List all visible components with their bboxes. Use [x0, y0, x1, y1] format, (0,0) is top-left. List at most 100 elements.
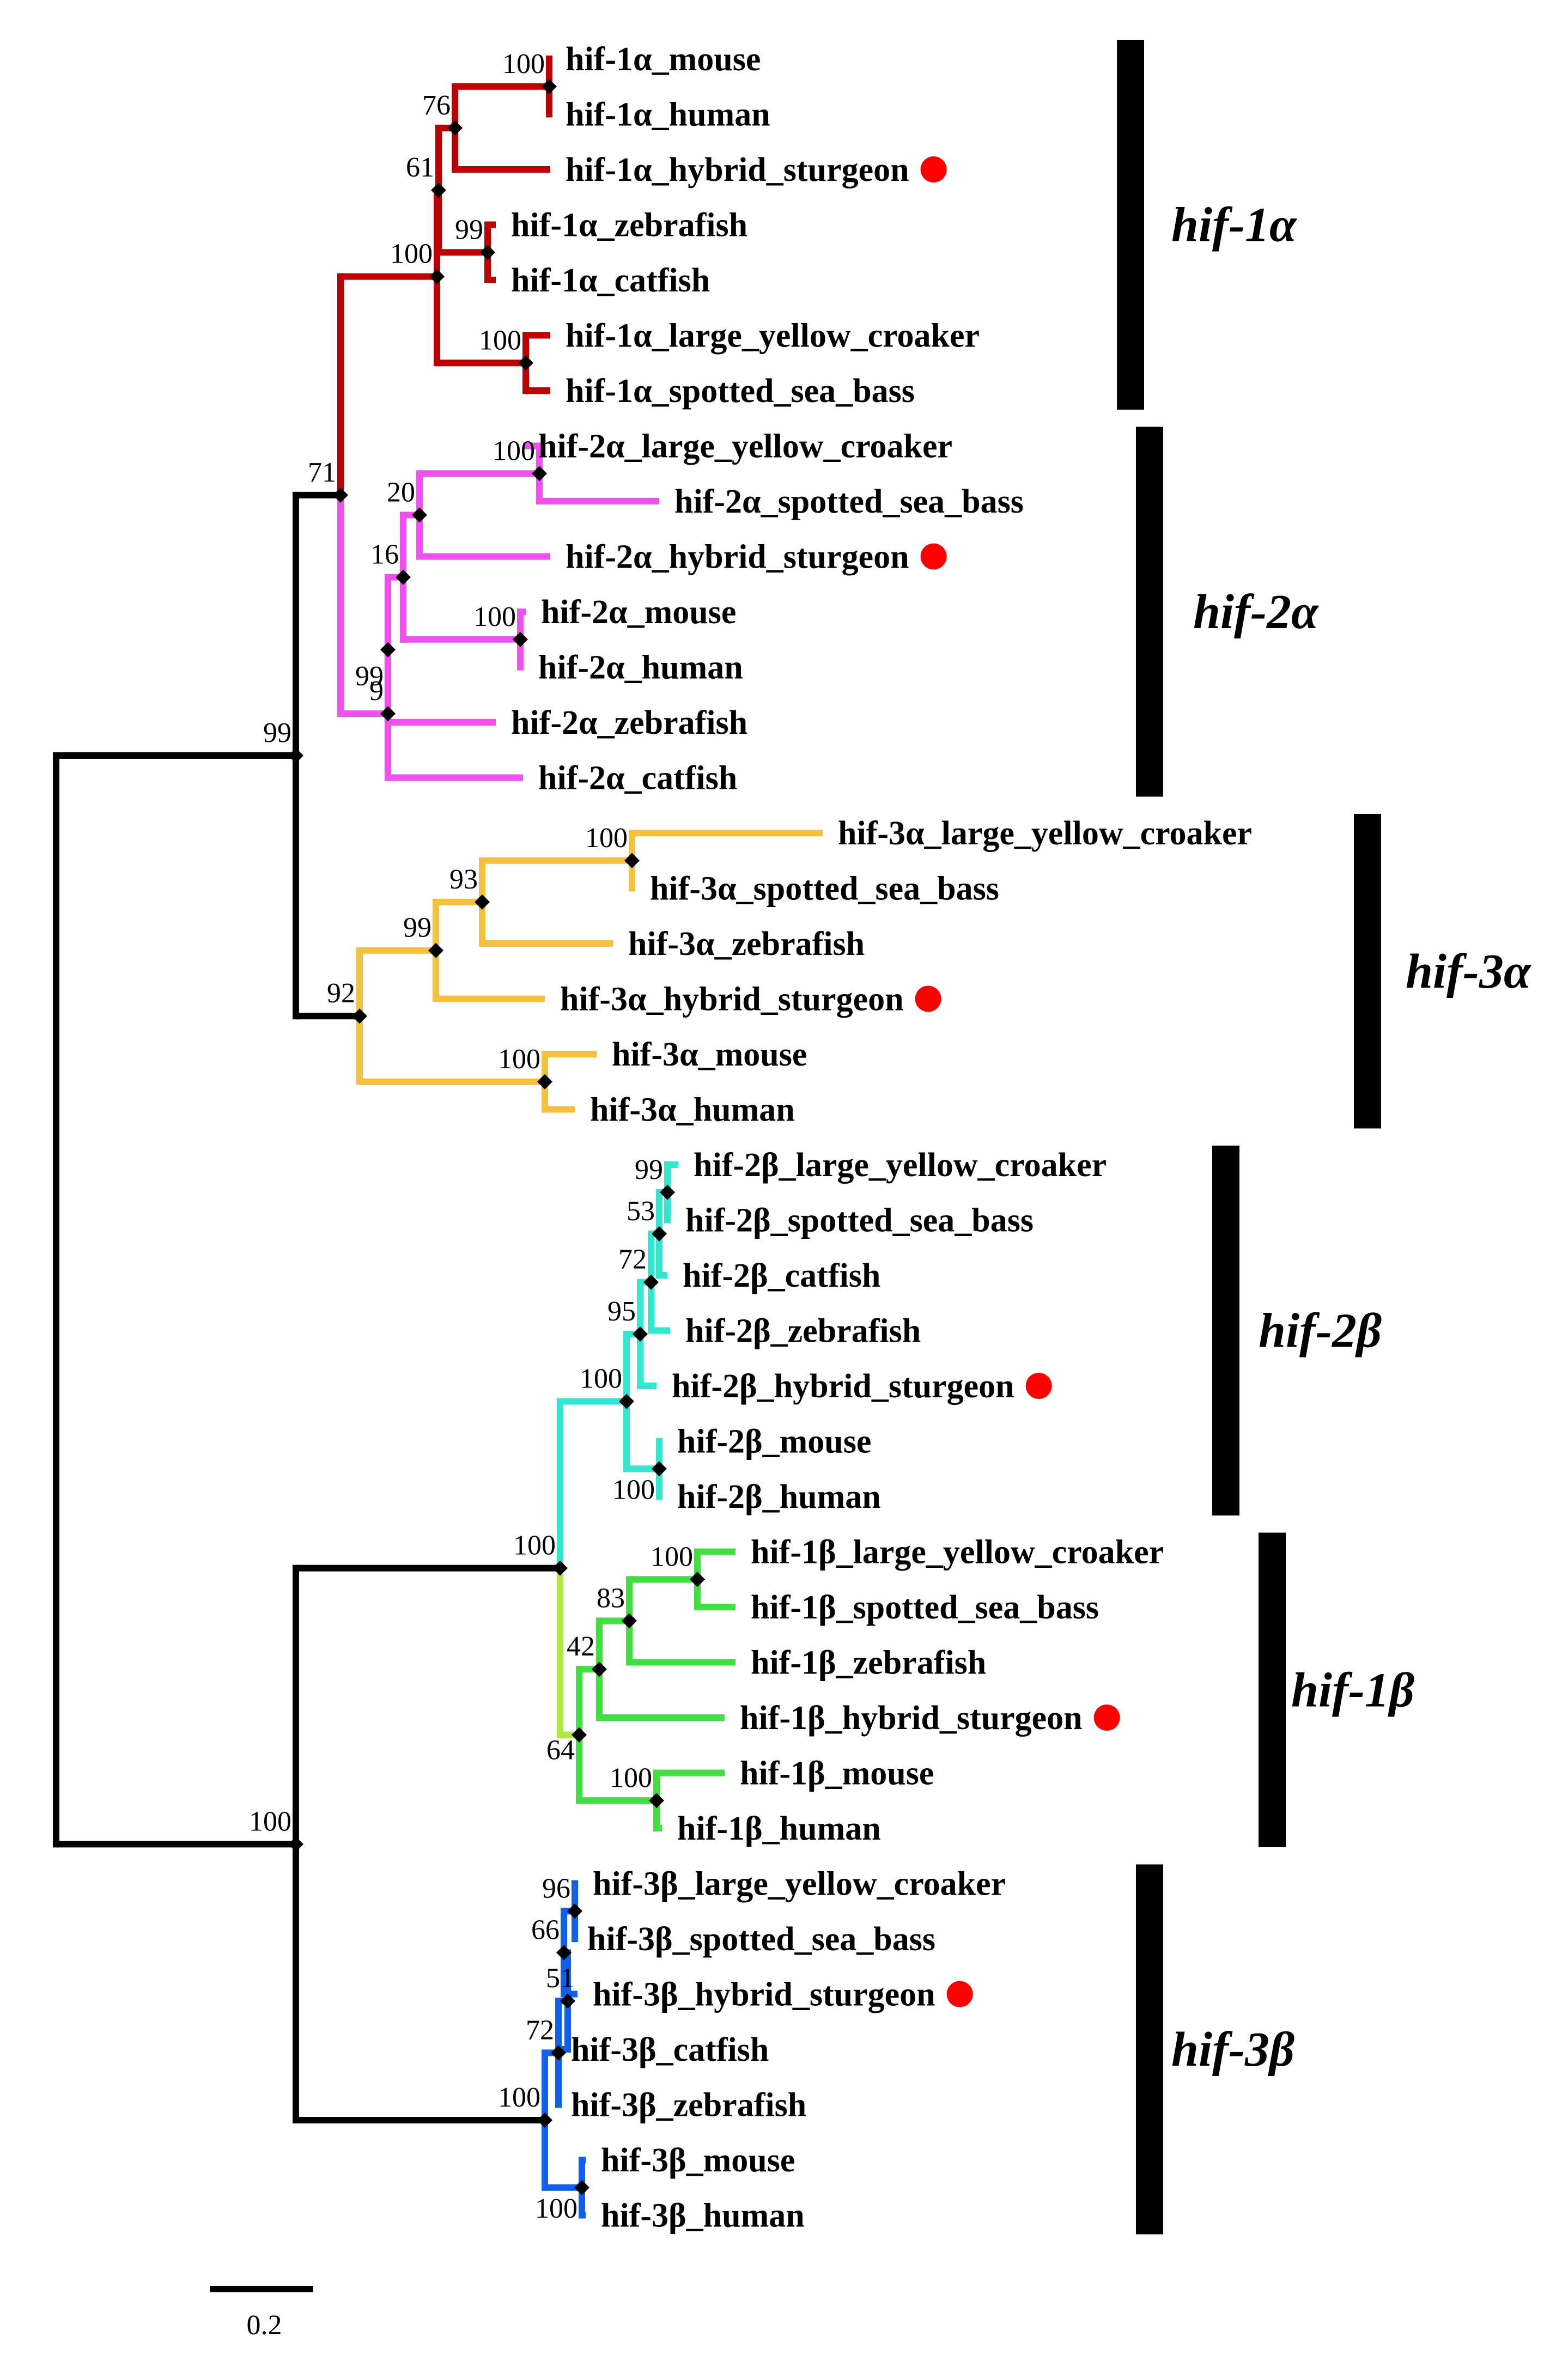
- node-3a-root-support: 92: [327, 978, 355, 1009]
- node-3b-mouse-human-marker: [574, 2180, 589, 2195]
- node-3b-with-zebrafish-support: 72: [526, 2014, 554, 2046]
- node-3b-with-catfish-marker: [560, 1993, 575, 2009]
- node-1b-root-support: 64: [546, 1735, 575, 1766]
- node-1a-inner-marker: [431, 182, 446, 198]
- leaf-hif-2α_mouse-label: hif-2α_mouse: [541, 594, 736, 631]
- node-3a-with-sturgeon-support: 99: [403, 912, 431, 944]
- leaf-hif-3α_mouse-label: hif-3α_mouse: [612, 1036, 807, 1073]
- leaf-hif-1β_mouse-label: hif-1β_mouse: [740, 1755, 934, 1792]
- node-3a-mouse-human-marker: [537, 1074, 552, 1089]
- leaf-hif-3β_mouse-label: hif-3β_mouse: [601, 2142, 795, 2179]
- node-2b-with-sturgeon-marker: [633, 1326, 648, 1342]
- node-3b-mouse-human-support: 100: [535, 2193, 578, 2224]
- node-3b-with-sturgeon-marker: [556, 1945, 572, 1961]
- node-3a-with-zebrafish-marker: [475, 894, 490, 910]
- clade-label-g3a: hif-3α: [1406, 945, 1531, 999]
- leaf-hif-1β_hybrid_sturgeon-label: hif-1β_hybrid_sturgeon: [740, 1700, 1083, 1737]
- leaf-hif-2β_hybrid_sturgeon-label: hif-2β_hybrid_sturgeon: [672, 1368, 1014, 1405]
- node-2a-with-sturgeon-support: 20: [387, 477, 415, 508]
- node-2b-with-catfish-support: 53: [627, 1196, 655, 1227]
- node-1b-with-zebrafish-support: 83: [597, 1582, 625, 1614]
- node-1a-root-support: 100: [390, 239, 433, 270]
- clade-bar-g2a: [1136, 427, 1163, 797]
- scale-bar: 0.2: [210, 2286, 313, 2341]
- node-1a-2a-support: 71: [308, 457, 336, 488]
- leaf-hif-3α_human-label: hif-3α_human: [590, 1092, 795, 1129]
- node-1a-mouse-human-support: 100: [502, 48, 545, 80]
- leaf-hif-2α_zebrafish-label: hif-2α_zebrafish: [511, 704, 747, 741]
- leaf-hif-1α_large_yellow_croaker-label: hif-1α_large_yellow_croaker: [566, 318, 980, 355]
- node-3a-with-sturgeon-marker: [428, 942, 443, 958]
- node-1b-with-sturgeon-marker: [592, 1661, 607, 1677]
- clade-label-g1b: hif-1β: [1291, 1663, 1414, 1717]
- node-2b-with-sturgeon-support: 95: [607, 1296, 636, 1327]
- node-3b-with-catfish-support: 51: [546, 1963, 574, 1994]
- node-2b-with-catfish-marker: [652, 1226, 667, 1241]
- node-1b-with-zebrafish-marker: [622, 1613, 637, 1629]
- leaf-hif-1α_zebrafish-label: hif-1α_zebrafish: [511, 207, 747, 244]
- leaf-hif-1α_hybrid_sturgeon-label: hif-1α_hybrid_sturgeon: [566, 151, 909, 188]
- leaf-hif-2β_mouse-label: hif-2β_mouse: [677, 1423, 871, 1460]
- leaf-hif-2β_spotted_sea_bass-label: hif-2β_spotted_sea_bass: [685, 1202, 1034, 1239]
- clade-bar-g3b: [1136, 1864, 1163, 2235]
- node-3a-mouse-human-support: 100: [498, 1044, 540, 1075]
- node-2a-croaker-bass-marker: [532, 466, 547, 482]
- leaf-hif-1α_spotted_sea_bass-label: hif-1α_spotted_sea_bass: [566, 373, 915, 410]
- leaf-hif-2α_large_yellow_croaker-label: hif-2α_large_yellow_croaker: [538, 428, 952, 465]
- sturgeon-dot-g1b: [1093, 1705, 1120, 1731]
- tree-nodes: [288, 78, 705, 2195]
- node-2a-mouse-human-marker: [513, 631, 528, 647]
- leaf-hif-2β_human-label: hif-2β_human: [677, 1478, 881, 1515]
- leaf-hif-1α_human-label: hif-1α_human: [566, 96, 770, 133]
- leaf-hif-1β_spotted_sea_bass-label: hif-1β_spotted_sea_bass: [751, 1589, 1099, 1626]
- clade-bar-g1b: [1259, 1532, 1286, 1847]
- leaf-hif-1β_large_yellow_croaker-label: hif-1β_large_yellow_croaker: [751, 1534, 1164, 1571]
- node-1b-mouse-human-marker: [649, 1793, 664, 1809]
- node-2b-1b-support: 100: [513, 1530, 556, 1561]
- node-2a-with-zebrafish-support: 99: [355, 661, 384, 692]
- node-2b-croaker-bass-marker: [660, 1184, 675, 1200]
- leaf-hif-3α_spotted_sea_bass-label: hif-3α_spotted_sea_bass: [650, 871, 999, 908]
- leaf-hif-1α_mouse-label: hif-1α_mouse: [566, 41, 761, 78]
- node-3b-croaker-bass-support: 96: [542, 1873, 570, 1904]
- node-2b-mouse-human-support: 100: [612, 1474, 655, 1505]
- node-beta-marker: [288, 1836, 303, 1852]
- node-3a-root-marker: [352, 1008, 367, 1024]
- leaf-hif-3α_hybrid_sturgeon-label: hif-3α_hybrid_sturgeon: [560, 981, 904, 1018]
- node-3b-with-zebrafish-marker: [551, 2045, 566, 2061]
- leaf-hif-3α_large_yellow_croaker-label: hif-3α_large_yellow_croaker: [838, 815, 1252, 852]
- leaf-hif-2α_catfish-label: hif-2α_catfish: [538, 760, 737, 797]
- leaf-hif-3β_hybrid_sturgeon-label: hif-3β_hybrid_sturgeon: [593, 1976, 935, 2013]
- node-2b-mouse-human-marker: [652, 1461, 667, 1477]
- node-1a-croaker-bass-marker: [518, 355, 533, 371]
- leaf-hif-1β_human-label: hif-1β_human: [677, 1810, 881, 1847]
- node-2a-mouse-human-support: 100: [473, 601, 516, 632]
- node-2b-with-zebrafish-support: 72: [618, 1244, 647, 1275]
- leaf-hif-2α_hybrid_sturgeon-label: hif-2α_hybrid_sturgeon: [566, 539, 909, 576]
- node-1a-with-sturgeon-support: 76: [422, 90, 451, 121]
- clade-label-g1a: hif-1α: [1171, 198, 1297, 252]
- node-1a-inner-support: 61: [406, 152, 434, 183]
- leaf-hif-3α_zebrafish-label: hif-3α_zebrafish: [628, 926, 865, 963]
- node-1b-mouse-human-support: 100: [610, 1762, 652, 1793]
- node-1b-croaker-bass-support: 100: [651, 1541, 693, 1572]
- leaf-hif-3β_spotted_sea_bass-label: hif-3β_spotted_sea_bass: [587, 1921, 935, 1958]
- node-2b-root-support: 100: [580, 1364, 622, 1395]
- node-1a-with-sturgeon-marker: [447, 120, 463, 136]
- node-2a-root-marker: [380, 706, 396, 722]
- clade-label-g2b: hif-2β: [1259, 1304, 1382, 1358]
- clade-bar-g3a: [1354, 814, 1381, 1129]
- node-2b-root-marker: [619, 1393, 634, 1409]
- node-1a-zebrafish-catfish-marker: [480, 245, 495, 260]
- leaf-hif-1β_zebrafish-label: hif-1β_zebrafish: [751, 1645, 986, 1682]
- sturgeon-dot-g3b: [946, 1981, 973, 2007]
- node-2b-croaker-bass-support: 99: [635, 1154, 663, 1185]
- node-1a-zebrafish-catfish-support: 99: [455, 214, 483, 245]
- support-values: 1007699611001001002010016999711009399100…: [249, 48, 693, 2224]
- leaf-hif-2α_human-label: hif-2α_human: [538, 649, 743, 686]
- node-2a-root-support: 9: [369, 675, 384, 707]
- node-3a-croaker-bass-support: 100: [585, 823, 628, 854]
- sturgeon-dot-g1a: [920, 156, 947, 182]
- leaf-hif-3β_zebrafish-label: hif-3β_zebrafish: [571, 2087, 806, 2124]
